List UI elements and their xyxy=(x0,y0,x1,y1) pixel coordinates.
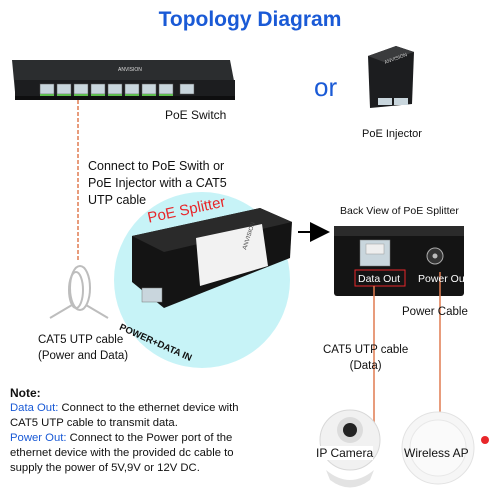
wireless-ap-device xyxy=(401,411,475,485)
diagram-title: Topology Diagram xyxy=(158,8,342,31)
cat5-cable-coil xyxy=(49,265,109,319)
ip-camera-label: IP Camera xyxy=(316,446,374,460)
notes-data-out-line-1: Data Out: Connect to the ethernet device… xyxy=(10,401,310,416)
notes-power-out-key: Power Out: xyxy=(10,432,67,444)
switch-brand-text: ANVISION xyxy=(118,67,142,73)
notes-power-out-text-1: Connect to the Power port of the xyxy=(66,432,233,444)
cat5-left-label: CAT5 UTP cable (Power and Data) xyxy=(38,332,128,364)
poe-injector-device: ANVISION xyxy=(368,46,414,108)
cat5-left-line-1: CAT5 UTP cable xyxy=(38,334,124,346)
notes-power-out-text-2: ethernet device with the provided dc cab… xyxy=(10,447,234,459)
connect-note-line-1: Connect to PoE Swith or xyxy=(88,159,225,173)
red-indicator-dot xyxy=(481,436,489,444)
notes-power-out-text-3: supply the power of 5V,9V or 12V DC. xyxy=(10,462,200,474)
notes-power-out-line-1: Power Out: Connect to the Power port of … xyxy=(10,431,310,446)
notes-data-out-text-1: Connect to the ethernet device with xyxy=(58,402,239,414)
cat5-left-line-2: (Power and Data) xyxy=(38,350,129,362)
or-label: or xyxy=(314,72,338,102)
power-out-label: Power Out xyxy=(418,273,468,285)
connect-note-line-3: UTP cable xyxy=(88,193,147,207)
notes-block: Note: Data Out: Connect to the ethernet … xyxy=(10,386,310,476)
splitter-back-view xyxy=(334,226,464,296)
poe-switch-device: ANVISION xyxy=(12,60,235,100)
notes-data-out-key: Data Out: xyxy=(10,402,59,414)
cat5-right-label: CAT5 UTP cable (Data) xyxy=(323,342,408,374)
power-cable-label: Power Cable xyxy=(402,306,468,318)
poe-injector-label: PoE Injector xyxy=(362,128,422,140)
cat5-right-line-1: CAT5 UTP cable xyxy=(323,344,409,356)
wireless-ap-label: Wireless AP xyxy=(404,446,469,460)
notes-header: Note: xyxy=(10,386,41,400)
notes-data-out-text-2: CAT5 UTP cable to transmit data. xyxy=(10,417,178,429)
connect-note: Connect to PoE Swith or PoE Injector wit… xyxy=(88,158,227,209)
poe-splitter-device: ANVISION xyxy=(132,208,292,308)
cat5-right-line-2: (Data) xyxy=(349,360,382,372)
connect-note-line-2: PoE Injector with a CAT5 xyxy=(88,176,227,190)
back-view-label: Back View of PoE Splitter xyxy=(340,205,459,217)
data-out-label: Data Out xyxy=(358,273,401,285)
poe-switch-label: PoE Switch xyxy=(165,108,227,122)
